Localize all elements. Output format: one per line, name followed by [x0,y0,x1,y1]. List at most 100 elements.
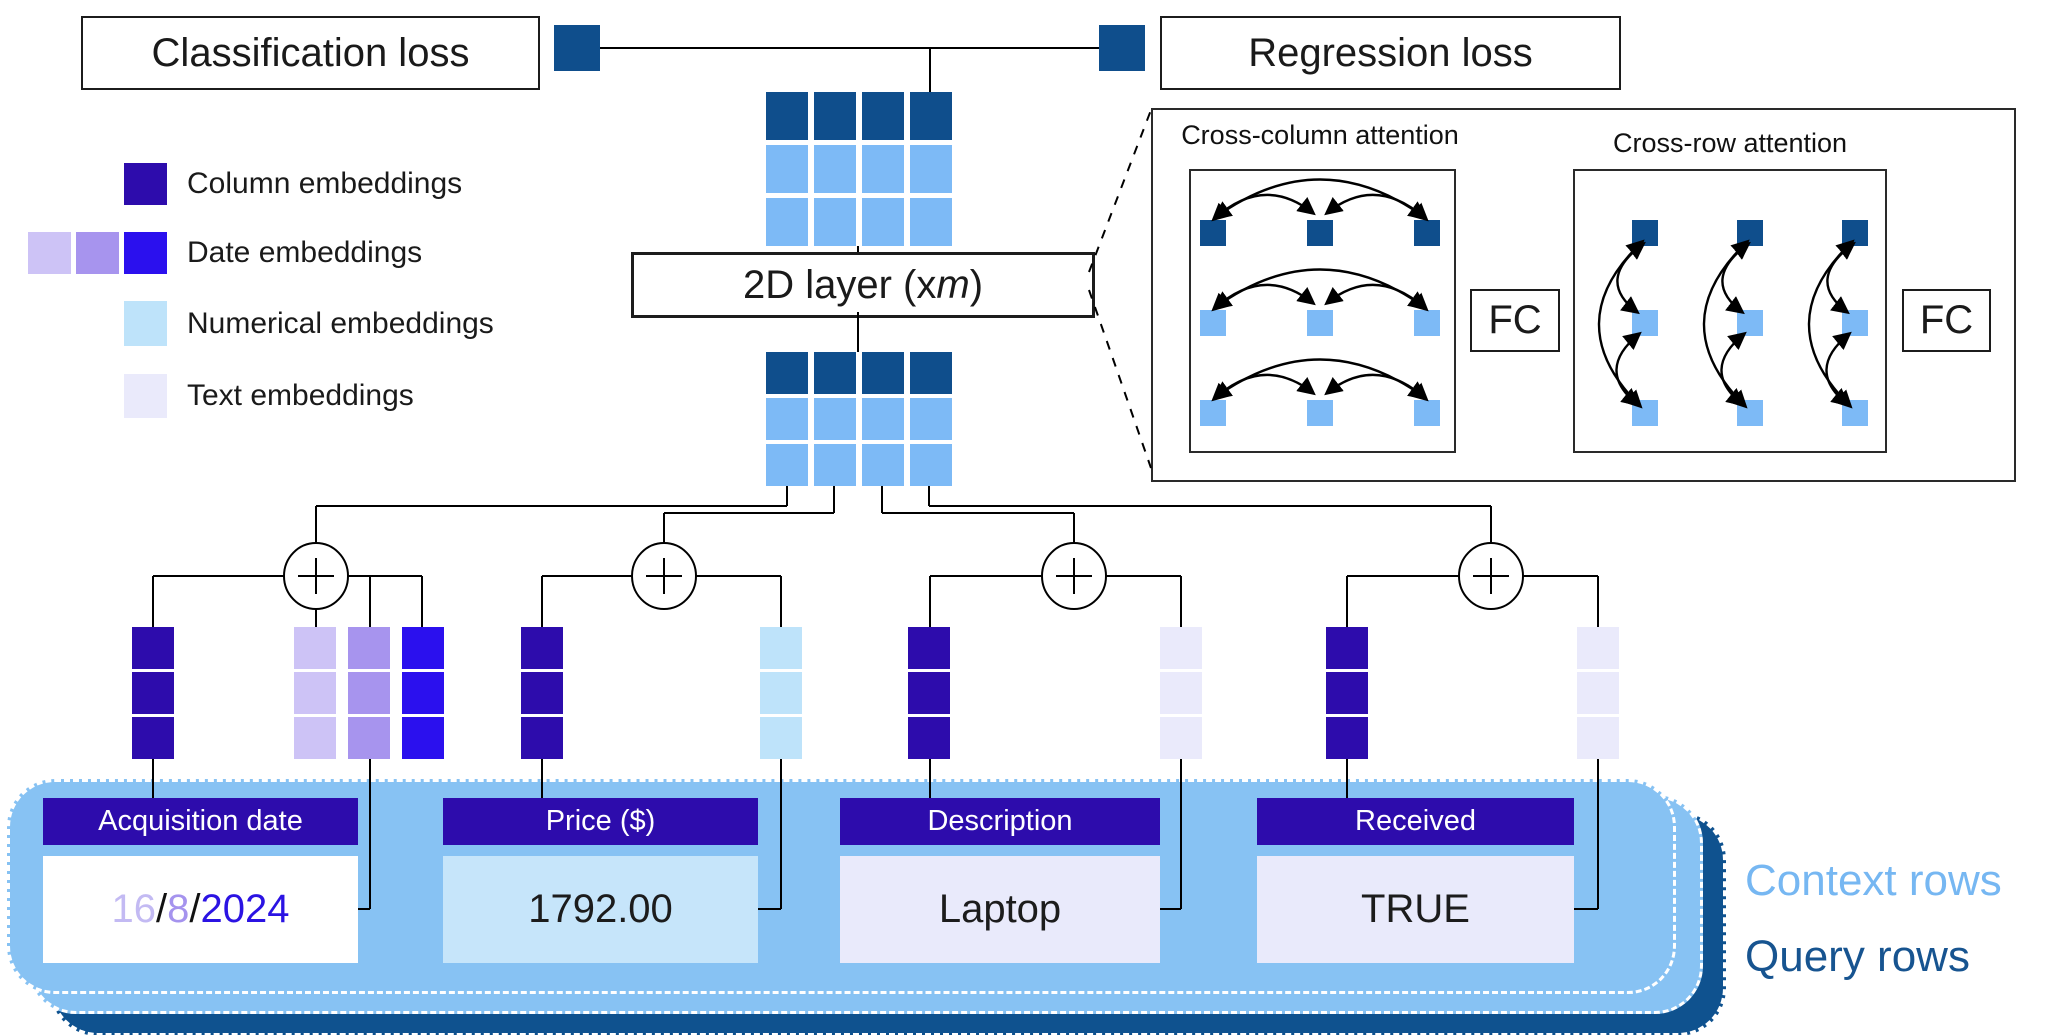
attention-token-square [1737,400,1763,426]
2d-layer-box: 2D layer (xm) [631,252,1095,318]
cross-row-attention-box [1573,169,1887,453]
text-embedding-stack-description [1160,627,1202,759]
context-rows-label: Context rows [1745,856,2002,905]
classification-loss-label: Classification loss [151,30,470,75]
attention-token-square [1414,400,1440,426]
embedding-square [760,717,802,759]
attention-token-square [1737,310,1763,336]
zoom-wedge-dashed-lines [1088,109,1152,469]
legend-item-date-embeddings: Date embeddings [187,236,423,269]
embedding-square [521,672,563,714]
token-square [766,145,808,193]
embedding-square [402,672,444,714]
embedding-square [348,717,390,759]
date-embedding-column-day [294,627,336,759]
embedding-square [1326,717,1368,759]
embedding-square [908,627,950,669]
token-square [862,398,904,440]
token-square [862,198,904,246]
embedding-square [521,627,563,669]
attention-token-square [1632,400,1658,426]
embedding-square [1577,627,1619,669]
numerical-embedding-stack-price [760,627,802,759]
column-embedding-stack-price [521,627,563,759]
date-embedding-swatch-1 [28,232,71,274]
attention-token-square [1200,220,1226,246]
embedding-square [132,627,174,669]
regression-loss-label: Regression loss [1248,30,1533,75]
plus-operator-icon [1458,542,1524,610]
attention-token-square [1632,220,1658,246]
numerical-embedding-swatch [124,301,167,346]
classification-token-square [554,25,600,71]
table-header-description: Description [840,798,1160,845]
attention-token-square [1307,400,1333,426]
embedding-square [908,717,950,759]
column-embedding-stack-received [1326,627,1368,759]
token-square [910,352,952,394]
legend-item-column-embeddings: Column embeddings [187,167,463,200]
embedding-square [521,717,563,759]
embedding-square [1577,717,1619,759]
fc-box-cross-column: FC [1470,289,1560,352]
date-embedding-column-year [402,627,444,759]
text-embedding-swatch [124,374,167,418]
token-square [862,352,904,394]
attention-token-square [1200,400,1226,426]
embedding-square [1160,717,1202,759]
embedding-square [294,717,336,759]
attention-token-square [1632,310,1658,336]
cross-row-attention-title: Cross-row attention [1612,128,1848,158]
attention-token-square [1414,220,1440,246]
token-square [910,444,952,486]
column-embedding-swatch [124,163,167,205]
table-cell-acquisition-date: 16/8/2024 [43,856,358,963]
embedding-square [1160,627,1202,669]
token-square [910,198,952,246]
query-rows-label: Query rows [1745,932,1970,981]
embedding-square [132,672,174,714]
regression-token-square [1099,25,1145,71]
token-square [766,444,808,486]
token-square [814,92,856,140]
date-value: 16/8/2024 [111,887,290,931]
plus-operator-icon [283,542,349,610]
embedding-square [1326,627,1368,669]
plus-operator-icon [1041,542,1107,610]
attention-token-square [1737,220,1763,246]
2d-layer-label: 2D layer (xm) [742,262,984,307]
embedding-square [132,717,174,759]
token-square [814,145,856,193]
embedding-square [1326,672,1368,714]
table-header-received: Received [1257,798,1574,845]
date-embedding-swatch-3 [124,232,167,274]
token-square [862,444,904,486]
token-square [910,92,952,140]
plus-operator-icon [631,542,697,610]
embedding-square [1160,672,1202,714]
date-embedding-swatch-2 [76,232,119,274]
token-square [766,352,808,394]
table-header-price: Price ($) [443,798,758,845]
attention-token-square [1414,310,1440,336]
table-cell-price: 1792.00 [443,856,758,963]
embedding-square [760,672,802,714]
column-embedding-stack-description [908,627,950,759]
token-square [862,92,904,140]
token-square [862,145,904,193]
classification-loss-box: Classification loss [81,16,540,90]
token-square [814,444,856,486]
attention-token-square [1842,220,1868,246]
table-header-acquisition-date: Acquisition date [43,798,358,845]
token-square [766,198,808,246]
cross-column-attention-title: Cross-column attention [1181,120,1459,150]
column-embedding-stack-acquisition-date [132,627,174,759]
token-square [814,398,856,440]
attention-token-square [1842,400,1868,426]
embedding-square [402,717,444,759]
regression-loss-box: Regression loss [1160,16,1621,90]
embedding-square [294,672,336,714]
embedding-square [760,627,802,669]
token-square [766,398,808,440]
